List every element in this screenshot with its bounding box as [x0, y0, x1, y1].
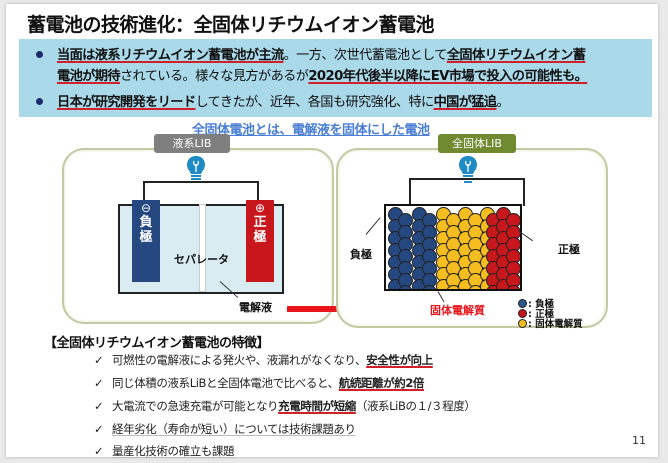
feature-item: ✓ 量産化技術の確立も課題 [94, 443, 235, 459]
summary-bullet-1-line-1: 当面は液系リチウムイオン蓄電池が主流。一方、次世代蓄電池として全固体リチウムイオ… [57, 44, 586, 63]
feature-item: ✓ 経年劣化（寿命が短い）については技術課題あり [94, 421, 356, 437]
legend-label: : 負極 [528, 299, 555, 310]
checkmark-icon: ✓ [94, 376, 104, 390]
particle [422, 285, 437, 289]
circuit-wire [143, 181, 259, 205]
feature-text: 量産化技術の確立も課題 [112, 444, 235, 458]
feature-text: 同じ体積の液系LiBと全固体電池で比べると、 [112, 376, 339, 390]
summary-box: 当面は液系リチウムイオン蓄電池が主流。一方、次世代蓄電池として全固体リチウムイオ… [19, 39, 652, 117]
separator-label: セパレータ [174, 253, 229, 266]
blue-dot-icon [518, 299, 527, 308]
checkmark-icon: ✓ [94, 353, 104, 367]
liquid-lib-tag: 液系LIB [154, 134, 230, 153]
checkmark-icon: ✓ [94, 422, 104, 436]
plain-text: してきたが、近年、各国も研究強化、特に [195, 95, 434, 110]
slide-title: 蓄電池の技術進化：全固体リチウムイオン蓄電池 [27, 14, 435, 36]
red-dot-icon [518, 309, 527, 318]
legend-label: : 正極 [528, 309, 555, 320]
yellow-dot-icon [518, 319, 527, 328]
solid-electrolyte-label: 固体電解質 [430, 304, 485, 317]
feature-item: ✓ 大電流での急速充電が可能となり充電時間が短縮（液系LiBの１/３程度） [94, 398, 476, 414]
positive-label: 正 極 [253, 215, 267, 245]
emph-text: 2020年代後半以降にEV市場で投入の可能性も。 [308, 69, 588, 84]
emph-text: 中国が猛追 [433, 95, 498, 110]
particle [506, 285, 520, 289]
feature-emph: 安全性が向上 [366, 353, 433, 367]
diagram-subtitle: 全固体電池とは、電解液を固体にした電池 [192, 123, 430, 138]
features-heading: 【全固体リチウムイオン蓄電池の特徴】 [44, 336, 270, 351]
checkmark-icon: ✓ [94, 399, 104, 413]
emph-text: 全固体リチウムイオン蓄 [446, 48, 586, 63]
positive-electrode: ⊕ 正 極 [246, 200, 274, 282]
particle [398, 285, 413, 289]
solid-positive-label: 正極 [558, 243, 580, 256]
feature-tail: （液系LiBの１/３程度） [355, 399, 476, 413]
plus-icon: ⊕ [254, 201, 266, 215]
bullet-dot [36, 98, 43, 105]
legend-electrolyte: : 固体電解質 [518, 316, 583, 330]
circuit-wire [409, 178, 525, 206]
page-number: 11 [632, 434, 646, 447]
plain-text: 。一方、次世代蓄電池として [283, 48, 448, 63]
negative-label: 負 極 [139, 215, 153, 245]
summary-bullet-1-line-2: 電池が期待されている。様々な見方があるが2020年代後半以降にEV市場で投入の可… [57, 65, 588, 84]
checkmark-icon: ✓ [94, 444, 104, 458]
feature-text: 大電流での急速充電が可能となり [112, 399, 279, 413]
plain-text: 。 [496, 95, 510, 110]
solid-state-cell [384, 204, 522, 291]
emph-text: 電池が期待 [57, 69, 121, 84]
feature-emph: 航続距離が約2倍 [338, 376, 425, 390]
plain-text: されている。様々な見方があるが [119, 69, 309, 84]
separator [199, 204, 206, 292]
feature-item: ✓ 可燃性の電解液による発火や、液漏れがなくなり、安全性が向上 [94, 352, 433, 368]
feature-text: 経年劣化（寿命が短い）については技術課題あり [112, 422, 356, 436]
legend-negative: : 負極 [518, 296, 554, 310]
slide: 蓄電池の技術進化：全固体リチウムイオン蓄電池 当面は液系リチウムイオン蓄電池が主… [6, 4, 658, 459]
emph-text: 日本が研究開発をリード [57, 95, 196, 110]
feature-item: ✓ 同じ体積の液系LiBと全固体電池で比べると、航続距離が約2倍 [94, 375, 424, 391]
bullet-dot [36, 51, 43, 58]
minus-icon: ⊖ [140, 201, 152, 215]
feature-emph: 充電時間が短縮 [278, 399, 356, 413]
legend-positive: : 正極 [518, 306, 554, 320]
summary-bullet-2: 日本が研究開発をリードしてきたが、近年、各国も研究強化、特に中国が猛追。 [57, 91, 510, 110]
electrolyte-label: 電解液 [239, 301, 272, 314]
negative-electrode: ⊖ 負 極 [132, 200, 160, 282]
emph-text: 当面は液系リチウムイオン蓄電池が主流 [57, 48, 284, 63]
feature-text: 可燃性の電解液による発火や、液漏れがなくなり、 [112, 353, 367, 367]
legend-label: : 固体電解質 [528, 319, 583, 330]
solid-negative-label: 負極 [350, 248, 372, 261]
solid-lib-tag: 全固体LIB [438, 134, 516, 153]
